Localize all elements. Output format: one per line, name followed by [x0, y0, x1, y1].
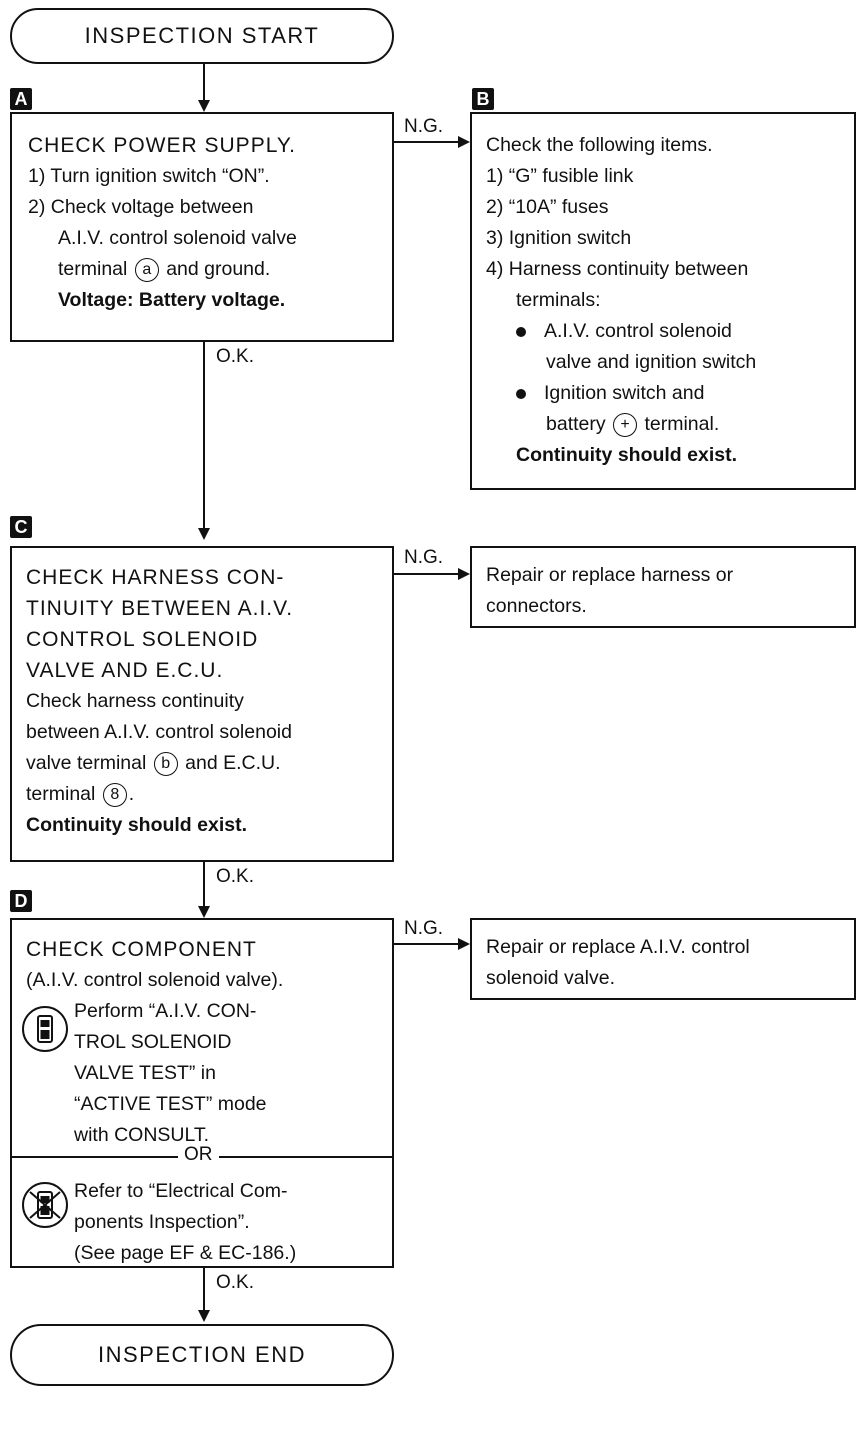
step-a-terminal-line: terminal a and ground.: [28, 254, 392, 285]
arrow-a-b: [458, 136, 470, 148]
step-a-text: terminal: [58, 258, 128, 280]
consult-icon: [22, 1006, 68, 1052]
consult-icon-svg: [37, 1015, 53, 1043]
step-b-line: 3) Ignition switch: [486, 227, 632, 249]
arrow-c-d: [198, 906, 210, 918]
step-a-box: CHECK POWER SUPPLY. 1) Turn ignition swi…: [10, 112, 394, 342]
step-b-spec: Continuity should exist.: [516, 444, 738, 466]
step-d-alt-line: Refer to “Electrical Com-: [74, 1180, 288, 1202]
step-d-line: “ACTIVE TEST” mode: [74, 1093, 267, 1115]
result-line: connectors.: [486, 595, 587, 617]
terminal-a-mark: a: [134, 257, 159, 282]
arrow-a-c: [198, 528, 210, 540]
step-tag-a: A: [10, 88, 32, 110]
ng-label-c: N.G.: [404, 547, 444, 568]
step-a-line: 2) Check voltage between: [28, 196, 254, 218]
step-d-line: (A.I.V. control solenoid valve).: [26, 969, 284, 991]
step-a-text: and ground.: [166, 258, 271, 280]
step-a-heading: CHECK POWER SUPPLY.: [28, 134, 296, 157]
step-d-alt-line: (See page EF & EC-186.): [74, 1242, 297, 1264]
step-c-ecu-line: terminal 8.: [26, 779, 392, 810]
step-b-battery-line: battery + terminal.: [486, 409, 854, 440]
step-b-line: valve and ignition switch: [546, 351, 757, 373]
start-label: INSPECTION START: [84, 23, 320, 48]
step-c-text: terminal: [26, 783, 96, 805]
step-tag-d: D: [10, 890, 32, 912]
connector-start-a: [203, 64, 205, 100]
step-a-spec: Voltage: Battery voltage.: [58, 289, 286, 311]
step-c-text: valve terminal: [26, 752, 147, 774]
connector-d-end: [203, 1268, 205, 1310]
step-d-consult-text: Perform “A.I.V. CON- TROL SOLENOID VALVE…: [74, 996, 267, 1151]
step-a-line: A.I.V. control solenoid valve: [58, 227, 297, 249]
step-d-heading: CHECK COMPONENT: [26, 938, 257, 961]
ng-label-a: N.G.: [404, 116, 444, 137]
connector-c-d: [203, 862, 205, 906]
connector-c-result: [394, 573, 458, 575]
no-consult-icon-svg: [29, 1191, 61, 1219]
terminal-b-mark: b: [153, 751, 178, 776]
result-line: solenoid valve.: [486, 967, 615, 989]
result-line: Repair or replace harness or: [486, 564, 734, 586]
step-c-spec: Continuity should exist.: [26, 814, 248, 836]
plus-terminal-mark: +: [613, 412, 638, 437]
arrow-d-end: [198, 1310, 210, 1322]
step-d-line: VALVE TEST” in: [74, 1062, 216, 1084]
step-d-line: TROL SOLENOID: [74, 1031, 232, 1053]
step-c-line: between A.I.V. control solenoid: [26, 721, 292, 743]
connector-d-result: [394, 943, 458, 945]
or-label: OR: [178, 1144, 219, 1166]
step-c-heading: TINUITY BETWEEN A.I.V.: [26, 597, 294, 620]
step-b-bullet-line: Ignition switch and: [486, 378, 854, 409]
step-c-heading: CONTROL SOLENOID: [26, 628, 259, 651]
start-terminal: INSPECTION START: [10, 8, 394, 64]
step-b-line: Check the following items.: [486, 134, 713, 156]
step-d-line: with CONSULT.: [74, 1124, 210, 1146]
arrow-c-result: [458, 568, 470, 580]
step-c-heading: CHECK HARNESS CON-: [26, 566, 285, 589]
step-c-box: CHECK HARNESS CON- TINUITY BETWEEN A.I.V…: [10, 546, 394, 862]
step-a-line: 1) Turn ignition switch “ON”.: [28, 165, 270, 187]
no-consult-icon: [22, 1182, 68, 1228]
step-b-box: Check the following items. 1) “G” fusibl…: [470, 112, 856, 490]
end-label: INSPECTION END: [97, 1342, 307, 1367]
result-line: Repair or replace A.I.V. control: [486, 936, 750, 958]
step-b-text: A.I.V. control solenoid: [544, 320, 732, 342]
ok-label-d: O.K.: [216, 1272, 255, 1293]
arrow-d-result: [458, 938, 470, 950]
end-terminal: INSPECTION END: [10, 1324, 394, 1386]
step-tag-b: B: [472, 88, 494, 110]
step-b-line: 1) “G” fusible link: [486, 165, 634, 187]
step-d-alt-line: ponents Inspection”.: [74, 1211, 250, 1233]
step-d-line: Perform “A.I.V. CON-: [74, 1000, 257, 1022]
step-b-line: terminals:: [516, 289, 601, 311]
step-b-text: battery: [546, 413, 606, 435]
step-b-line: 4) Harness continuity between: [486, 258, 749, 280]
arrow-start-a: [198, 100, 210, 112]
step-c-terminal-line: valve terminal b and E.C.U.: [26, 748, 392, 779]
step-d-top: CHECK COMPONENT (A.I.V. control solenoid…: [26, 934, 283, 996]
step-d-alt-text: Refer to “Electrical Com- ponents Inspec…: [74, 1176, 296, 1269]
step-d-result-box: Repair or replace A.I.V. control solenoi…: [470, 918, 856, 1000]
step-b-text: Ignition switch and: [544, 382, 705, 404]
step-c-result-box: Repair or replace harness or connectors.: [470, 546, 856, 628]
step-c-text: .: [128, 783, 135, 805]
connector-a-b: [394, 141, 458, 143]
step-b-text: terminal.: [644, 413, 720, 435]
bullet: [516, 388, 526, 399]
step-tag-c: C: [10, 516, 32, 538]
step-c-line: Check harness continuity: [26, 690, 244, 712]
step-c-heading: VALVE AND E.C.U.: [26, 659, 224, 682]
step-d-box: CHECK COMPONENT (A.I.V. control solenoid…: [10, 918, 394, 1268]
ok-label-a: O.K.: [216, 346, 255, 367]
bullet: [516, 326, 526, 337]
ok-label-c: O.K.: [216, 866, 255, 887]
connector-a-c: [203, 342, 205, 528]
ng-label-d: N.G.: [404, 918, 444, 939]
step-b-bullet-line: A.I.V. control solenoid: [486, 316, 854, 347]
step-b-line: 2) “10A” fuses: [486, 196, 609, 218]
terminal-8-mark: 8: [102, 782, 127, 807]
step-c-text: and E.C.U.: [185, 752, 281, 774]
